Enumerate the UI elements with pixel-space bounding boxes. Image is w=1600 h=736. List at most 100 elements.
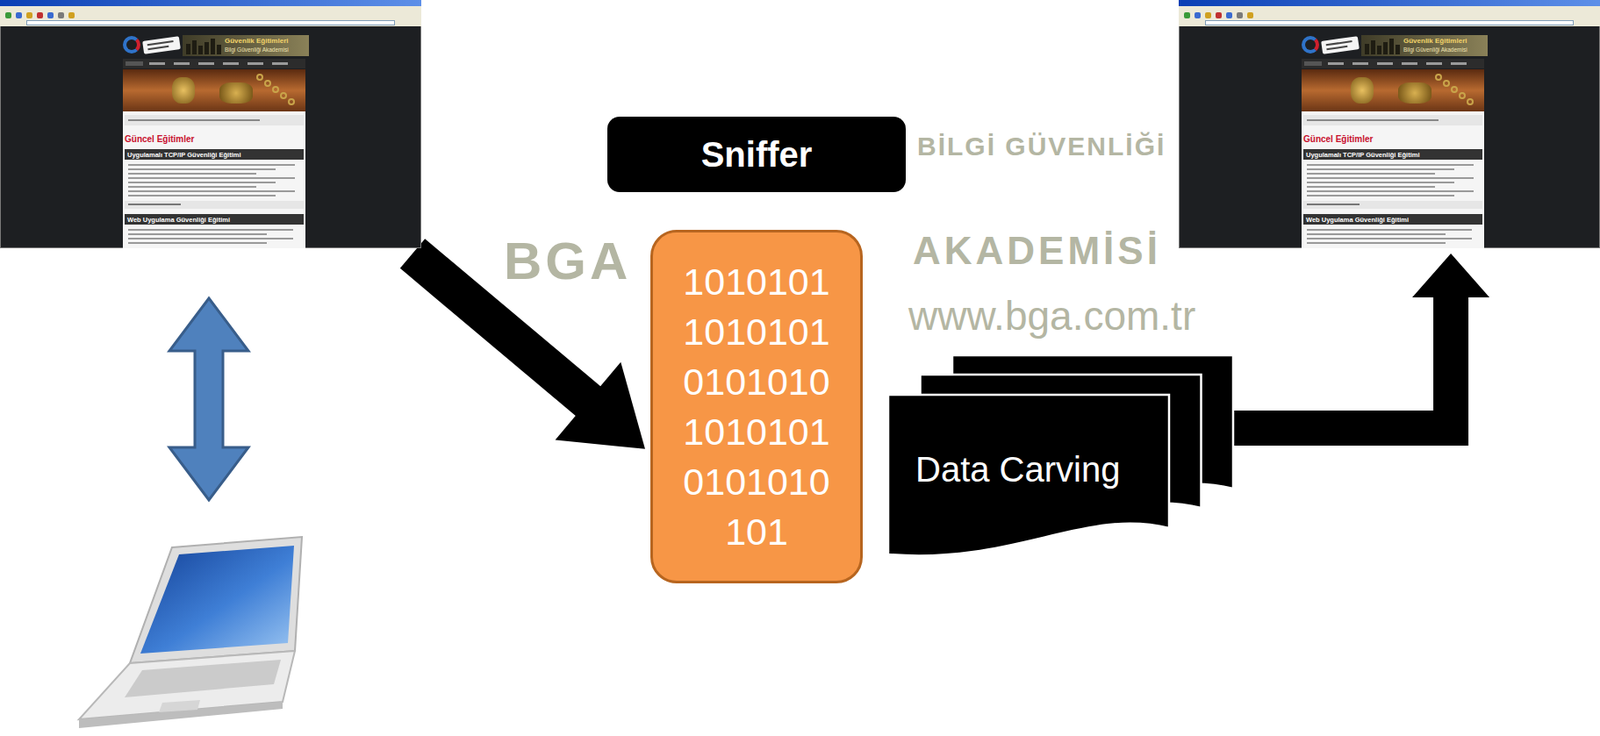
banner-title: Güvenlik Eğitimleri [224, 36, 288, 46]
banner-subtitle: Bilgi Güvenliği Akademisi [1403, 46, 1468, 54]
watermark-text: www.bga.com.tr [908, 294, 1196, 339]
text-line [128, 181, 276, 184]
watermark-anchor: BGA [503, 232, 632, 291]
nav-item [222, 62, 239, 65]
nav-item [125, 61, 144, 66]
nav-item [1426, 62, 1443, 65]
text-line [1306, 177, 1474, 180]
title-bar [0, 0, 422, 7]
banner-figure [1395, 44, 1400, 55]
chain-link [1466, 98, 1474, 106]
tool-icon [5, 12, 12, 19]
text-anchor: Bilgi Güvenliği Akademisi [1403, 46, 1468, 54]
tool-icon [1226, 12, 1233, 19]
tool-icon [47, 12, 54, 19]
text-anchor: Güncel Eğitimler [1303, 134, 1373, 145]
banner-figure [210, 38, 216, 55]
text-line [1306, 194, 1455, 197]
text-line [1306, 190, 1474, 193]
chain-link [264, 79, 272, 87]
tool-icon [26, 12, 33, 19]
text-line [128, 164, 295, 166]
content-panel [1301, 111, 1485, 249]
nav-item [1377, 62, 1393, 65]
text-line [1306, 229, 1472, 231]
text-anchor: Güncel Eğitimler [124, 134, 194, 145]
text-line [1306, 168, 1455, 171]
logo-mark [122, 35, 141, 54]
tool-icon [36, 12, 44, 19]
text-line [128, 237, 294, 240]
nav-item [1450, 62, 1467, 65]
tool-icon [1205, 12, 1212, 19]
text-line [1306, 164, 1474, 166]
chain-link [287, 98, 295, 106]
box-label: Sniffer [701, 134, 813, 175]
section-heading: Güncel Eğitimler [1303, 134, 1373, 145]
text-line [1306, 119, 1439, 122]
text-line [128, 177, 295, 180]
text-line [1306, 242, 1446, 244]
text-anchor: Web Uygulama Güvenliği Eğitimi [1305, 215, 1409, 224]
arrow-head [555, 362, 646, 450]
double-arrow [169, 298, 249, 501]
nav-item [1327, 62, 1344, 65]
arrow-shaft [1233, 295, 1451, 429]
text-line [128, 194, 276, 197]
text-line [128, 190, 295, 193]
nav-item [247, 62, 264, 65]
text-line [128, 229, 294, 231]
tool-icon [1183, 12, 1191, 19]
website-screenshot: Güvenlik EğitimleriBilgi Güvenliği Akade… [1178, 0, 1600, 249]
text-line [128, 168, 276, 171]
text-line [1306, 186, 1435, 188]
nav-item [1401, 62, 1418, 65]
title-bar [1178, 0, 1600, 7]
chain-link [1434, 73, 1443, 81]
banner-figure [216, 44, 222, 55]
tool-icon [15, 12, 22, 19]
logo-tag-line [1326, 45, 1348, 51]
text-line [128, 233, 267, 236]
banner-figure [1370, 40, 1376, 55]
banner-figure [186, 43, 191, 55]
tool-icon [1236, 12, 1243, 19]
sniffer-box: Sniffer [607, 116, 906, 193]
text-line [1306, 237, 1472, 240]
shape-label: Data Carving [915, 449, 1120, 490]
nav-item [1304, 61, 1322, 66]
nav-item [173, 62, 190, 65]
text-anchor: Bilgi Güvenliği Akademisi [224, 46, 289, 54]
banner-figure [1383, 42, 1388, 55]
text-line [1306, 233, 1446, 236]
watermark-anchor: www.bga.com.tr [908, 294, 1196, 339]
tool-icon [68, 12, 75, 19]
laptop-icon [78, 537, 302, 729]
document-stack: Data Carving [888, 355, 1234, 562]
banner-subtitle: Bilgi Güvenliği Akademisi [224, 46, 289, 54]
section-heading: Güncel Eğitimler [124, 134, 194, 145]
binary-data-box: 1010101 1010101 0101010 1010101 0101010 … [650, 229, 863, 584]
nav-item [198, 62, 215, 65]
nav-item [272, 62, 288, 65]
text-line [1306, 203, 1360, 206]
banner-figure [192, 40, 197, 55]
tool-icon [1215, 12, 1222, 19]
watermark-text: BİLGİ GÜVENLİĞİ [917, 131, 1166, 161]
logo-tag-line [147, 40, 174, 46]
banner-figure [1389, 38, 1394, 55]
tool-icon [1247, 12, 1254, 19]
address-field [26, 20, 395, 26]
chain-link [279, 92, 287, 100]
article-heading: Web Uygulama Güvenliği Eğitimi [127, 215, 230, 224]
banner-title: Güvenlik Eğitimleri [1403, 36, 1467, 46]
text-line [128, 186, 257, 188]
banner-figure [1377, 45, 1382, 55]
watermark-text: AKADEMİSİ [912, 229, 1162, 273]
binary-text: 1010101 1010101 0101010 1010101 0101010 … [673, 257, 840, 558]
text-anchor: Web Uygulama Güvenliği Eğitimi [127, 215, 230, 224]
text-anchor: Güvenlik Eğitimleri [224, 36, 288, 46]
text-line [128, 242, 267, 244]
lock-picture [172, 77, 195, 104]
